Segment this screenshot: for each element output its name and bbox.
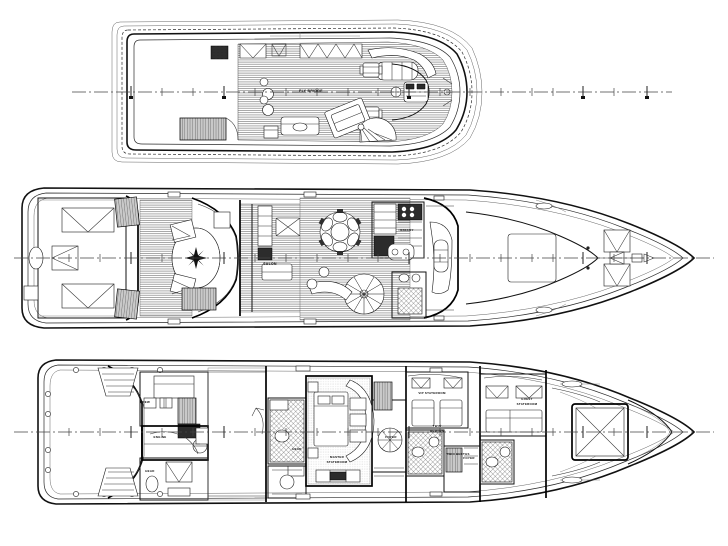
label-master-stateroom: MASTER STATEROOM — [327, 455, 348, 464]
master-stateroom — [305, 375, 375, 487]
lower-foyer-aft — [371, 381, 407, 477]
deck-main: SALON GALLEY — [14, 187, 714, 329]
svg-text:MASTER: MASTER — [330, 455, 345, 459]
vip-twin-berth-2 — [439, 399, 463, 427]
foredeck-locker-1 — [603, 229, 631, 253]
label-foyer-forward: FOYER — [463, 456, 475, 460]
vip-stateroom — [405, 371, 469, 429]
vip-head — [405, 429, 445, 477]
crew-berth — [153, 375, 195, 399]
dining-table-setting — [318, 209, 362, 255]
helm-seat — [433, 239, 449, 273]
guest-head — [479, 439, 515, 485]
main-deck-day-head — [391, 271, 427, 319]
svg-text:TWIN: TWIN — [433, 424, 442, 428]
crew-stairs — [97, 367, 139, 497]
main-deck-centerline — [14, 252, 714, 264]
lower-foyer-forward — [443, 445, 481, 493]
foredeck-locker-2 — [603, 263, 631, 287]
label-vip-stateroom: VIP STATEROOM — [418, 391, 446, 395]
label-fly-bridge: FLY BRIDGE — [299, 89, 323, 93]
svg-text:STATEROOM: STATEROOM — [517, 402, 538, 406]
flybridge-aft-stairs — [179, 117, 239, 141]
label-master-head: HEAD — [292, 447, 301, 451]
flybridge-centerline — [72, 86, 672, 99]
label-galley: GALLEY — [400, 228, 414, 232]
svg-text:STATEROOM: STATEROOM — [327, 460, 348, 464]
crew-head — [139, 438, 209, 501]
flybridge-hatch-1 — [259, 77, 269, 87]
label-engine: ENGINE — [154, 435, 167, 439]
master-head — [267, 397, 307, 477]
galley-sink — [387, 243, 415, 261]
main-deck-fittings — [167, 191, 445, 325]
main-deck-galley — [371, 201, 425, 261]
label-foyer-aft: FOYER — [385, 435, 397, 439]
flybridge-forward-seating — [210, 43, 363, 60]
lower-deck-centerline — [14, 426, 714, 438]
vip-twin-berth-1 — [411, 399, 435, 427]
deck-flybridge: FLY BRIDGE — [72, 19, 672, 165]
salon-furniture — [213, 205, 301, 281]
lower-deck-fittings — [295, 365, 597, 500]
galley-counter — [373, 203, 397, 235]
flybridge-hatch-2 — [259, 95, 269, 105]
label-crew-head: HEAD — [145, 469, 154, 473]
guest-stateroom — [479, 373, 547, 437]
label-vip-twin-berths: TWIN BERTHS — [430, 424, 444, 433]
galley-cooktop — [397, 203, 423, 221]
flybridge-table-2 — [262, 104, 274, 116]
flybridge-aft-lounge — [263, 116, 320, 139]
deck-lower: CREW ENGINE HEAD HEAD MASTER STATEROOM V… — [14, 359, 714, 505]
flybridge-mast — [442, 77, 453, 107]
label-vip-head: TWIN BERTHS — [446, 452, 469, 456]
label-crew: CREW — [140, 400, 150, 404]
svg-text:BERTHS: BERTHS — [430, 429, 444, 433]
master-bed — [313, 391, 349, 447]
svg-text:GUEST: GUEST — [521, 397, 532, 401]
label-salon: SALON — [263, 262, 277, 266]
salon-stairs — [181, 287, 217, 311]
crew-quarters — [139, 371, 209, 439]
main-deck-aft-stairs — [114, 196, 140, 320]
label-guest-stateroom: GUEST STATEROOM — [517, 397, 538, 406]
main-deck-chaise — [306, 266, 353, 301]
flybridge-spiral-stair — [357, 117, 397, 143]
